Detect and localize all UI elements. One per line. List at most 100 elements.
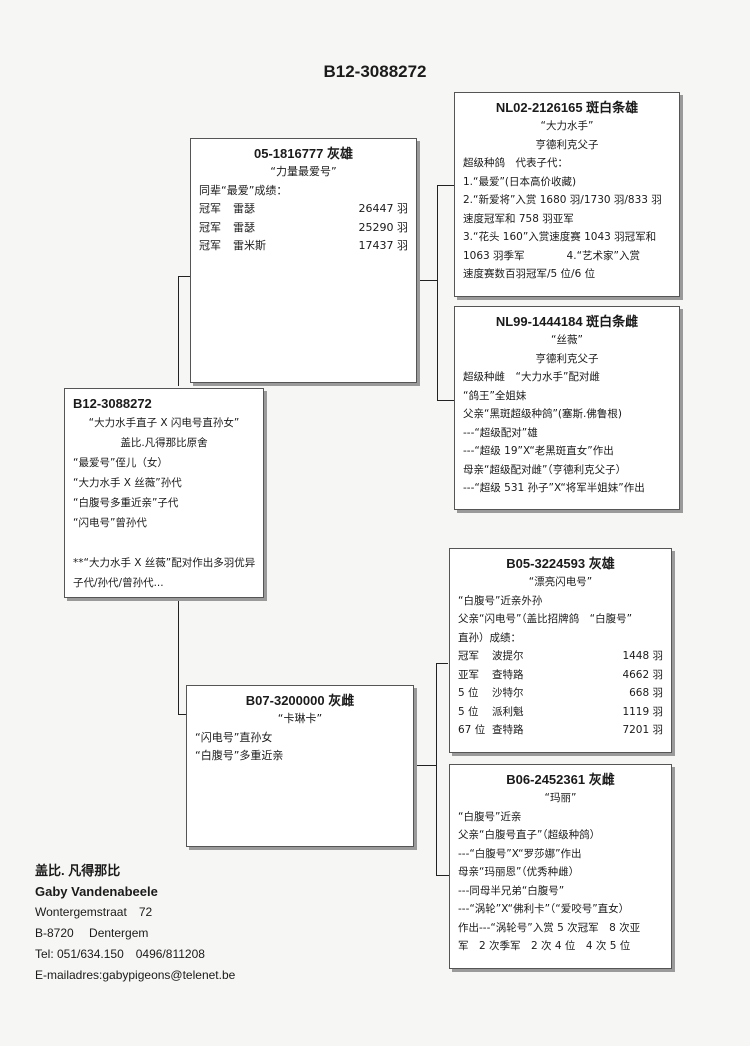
info-line: “白腹号多重近亲”子代 — [73, 497, 179, 509]
connector-line — [437, 185, 438, 400]
breeder-name: Gaby Vandenabeele — [35, 884, 158, 899]
dam-sire-card: B05-3224593 灰雄 “漂亮闪电号” “白腹号”近亲外孙 父亲“闪电号”… — [449, 548, 672, 753]
phone-numbers: Tel: 051/634.150 0496/811208 — [35, 947, 205, 961]
info-line: ---“超级 531 孙子”X“将军半姐妹”作出 — [463, 482, 645, 494]
info-line: “最爱号”侄儿（女） — [73, 457, 168, 469]
connector-line — [436, 663, 437, 875]
result-rank: 冠军 — [458, 650, 479, 662]
dam-dam-card: B06-2452361 灰雌 “玛丽” “白腹号”近亲 父亲“白腹号直子”（超级… — [449, 764, 672, 969]
info-line: 1063 羽季军 4.“艺术家”入赏 — [463, 249, 640, 262]
result-race: 雷米斯 — [233, 239, 266, 252]
result-birds: 1448 羽 — [622, 650, 663, 662]
result-rank: 冠军 — [199, 239, 221, 252]
result-race: 查特路 — [492, 724, 524, 736]
email-address: E-mailadres:gabypigeons@telenet.be — [35, 968, 236, 982]
info-line: ---同母半兄弟“白腹号” — [458, 884, 565, 897]
address-street: Wontergemstraat 72 — [35, 905, 153, 919]
info-line: “闪电号”曾孙代 — [73, 517, 147, 529]
address-city: B-8720 Dentergem — [35, 926, 149, 940]
connector-line — [414, 765, 436, 766]
pigeon-name: “玛丽” — [544, 792, 577, 804]
info-line: “白腹号”多重近亲 — [195, 749, 284, 762]
result-race: 波提尔 — [492, 650, 524, 662]
result-rank: 67 位 — [458, 724, 486, 736]
info-line: “大力水手直子 X 闪电号直孙女” — [88, 417, 240, 429]
info-line: 超级种鸽 代表子代： — [463, 157, 568, 169]
info-line: 父亲“闪电号”（盖比招牌鸽 “白腹号” — [458, 613, 633, 625]
subject-card: B12-3088272 “大力水手直子 X 闪电号直孙女” 盖比.凡得那比原舍 … — [64, 388, 264, 598]
result-row: 冠军 波提尔 1448 羽 — [458, 647, 663, 666]
info-line: 作出---“涡轮号”入赏 5 次冠军 8 次亚 — [458, 921, 641, 934]
pigeon-name: “卡琳卡” — [277, 712, 323, 725]
sire-dam-card: NL99-1444184 斑白条雌 “丝薇” 亨德利克父子 超级种雌 “大力水手… — [454, 306, 680, 510]
result-race: 派利魁 — [492, 705, 524, 718]
result-rank: 冠军 — [199, 220, 221, 234]
connector-line — [178, 276, 190, 277]
connector-line — [178, 276, 179, 386]
info-line: 速度冠军和 758 羽亚军 — [463, 212, 574, 225]
info-line: 父亲“黑斑超级种鸽”(塞斯.佛鲁根) — [463, 408, 622, 420]
ring-number: B06-2452361 灰雌 — [506, 772, 615, 787]
result-row: 5 位派利魁 1119 羽 — [458, 703, 663, 722]
result-rank: 冠军 — [199, 202, 221, 215]
result-row: 冠军雷米斯 17437 羽 — [199, 237, 408, 256]
pigeon-name: “大力水手” — [540, 120, 594, 132]
result-race: 雷瑟 — [233, 220, 255, 234]
info-line: ---“涡轮”X“佛利卡”（“爱咬号”直女） — [458, 903, 630, 915]
result-rank: 亚军 — [458, 668, 479, 681]
info-line: 2.“新爱将”入赏 1680 羽/1730 羽/833 羽 — [463, 194, 662, 206]
info-line: 子代/孙代/曾孙代... — [73, 577, 164, 589]
breeder-line: 亨德利克父子 — [535, 138, 599, 151]
breeder-contact: 盖比. 凡得那比 Gaby Vandenabeele Wontergemstra… — [35, 860, 235, 986]
info-line: 军 2 次季军 2 次 4 位 4 次 5 位 — [458, 940, 631, 952]
result-birds: 1119 羽 — [622, 705, 663, 718]
sire-sire-card: NL02-2126165 斑白条雄 “大力水手” 亨德利克父子 超级种鸽 代表子… — [454, 92, 680, 297]
result-race: 沙特尔 — [492, 687, 524, 699]
info-line — [73, 533, 255, 553]
info-line: 1.“最爱”(日本高价收藏) — [463, 175, 577, 188]
ring-number: NL99-1444184 斑白条雌 — [495, 314, 639, 329]
result-birds: 4662 羽 — [622, 668, 663, 681]
connector-line — [436, 663, 448, 664]
result-row: 冠军雷瑟 25290 羽 — [199, 219, 408, 238]
result-rank: 5 位 — [458, 705, 479, 718]
breeder-name-chinese: 盖比. 凡得那比 — [35, 863, 121, 878]
result-race: 雷瑟 — [233, 202, 255, 215]
result-rank: 5 位 — [458, 687, 479, 699]
ring-number: B07-3200000 灰雌 — [245, 693, 355, 708]
result-birds: 7201 羽 — [622, 724, 663, 736]
info-line: 母亲“玛丽恩”（优秀种雌） — [458, 866, 580, 878]
dam-card: B07-3200000 灰雌 “卡琳卡” “闪电号”直孙女 “白腹号”多重近亲 — [186, 685, 414, 847]
result-birds: 668 羽 — [629, 687, 663, 699]
info-line: ---“超级配对”雄 — [463, 426, 538, 439]
info-line: 速度赛数百羽冠军/5 位/6 位 — [463, 268, 596, 280]
connector-line — [437, 400, 454, 401]
breeder-line: 亨德利克父子 — [535, 352, 599, 365]
pigeon-name: “丝薇” — [551, 334, 583, 346]
connector-line — [178, 520, 179, 715]
ring-number: 05-1816777 灰雄 — [253, 146, 353, 161]
pigeon-name: “漂亮闪电号” — [528, 576, 593, 588]
info-line: “鸽王”全姐妹 — [463, 389, 527, 402]
info-line: 直孙）成绩： — [458, 631, 521, 644]
info-line: “白腹号”近亲 — [458, 810, 522, 823]
info-line: 3.“花头 160”入赏速度赛 1043 羽冠军和 — [463, 231, 657, 243]
result-row: 67 位查特路 7201 羽 — [458, 721, 663, 740]
info-line: “大力水手 X 丝薇”孙代 — [73, 477, 182, 489]
info-line: 母亲“超级配对雌”（亨德利克父子） — [463, 463, 627, 476]
result-row: 5 位 沙特尔 668 羽 — [458, 684, 663, 703]
ring-number: B05-3224593 灰雄 — [506, 556, 615, 571]
info-line: ---“白腹号”X“罗莎娜”作出 — [458, 847, 582, 860]
info-line: “闪电号”直孙女 — [195, 730, 273, 744]
result-birds: 25290 羽 — [358, 220, 409, 234]
info-line: “白腹号”近亲外孙 — [458, 594, 543, 607]
info-line: ---“超级 19”X“老黑斑直女”作出 — [463, 445, 614, 457]
info-line: 同辈“最爱”成绩： — [199, 183, 288, 197]
result-birds: 17437 羽 — [358, 239, 409, 252]
ring-number: NL02-2126165 斑白条雄 — [495, 100, 639, 115]
info-line: 超级种雌 “大力水手”配对雌 — [463, 371, 600, 383]
info-line: 父亲“白腹号直子”（超级种鸽） — [458, 829, 601, 841]
pigeon-name: “力量最爱号” — [270, 165, 337, 178]
